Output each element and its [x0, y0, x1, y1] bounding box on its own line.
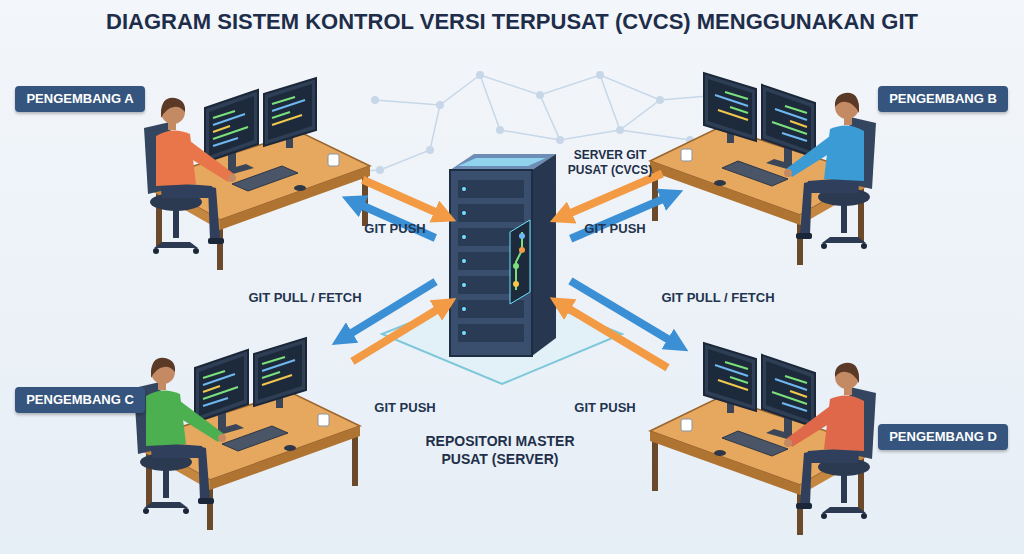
- server-rack: [450, 154, 556, 356]
- developer-desk: [650, 343, 876, 535]
- arrow-shaft: [566, 307, 667, 368]
- flow-arrow: [352, 308, 440, 361]
- flow-arrow: [570, 281, 671, 342]
- node-region: PENGEMBANG A: [160, 70, 350, 220]
- node-region: PENGEMBANG C: [150, 335, 340, 490]
- developer-label: PENGEMBANG B: [878, 86, 1008, 112]
- arrow-label: GIT PUSH: [374, 400, 435, 415]
- developer-desk: [134, 338, 360, 530]
- developer-desk: [144, 78, 370, 270]
- arrow-label: GIT PUSH: [574, 400, 635, 415]
- flow-arrow: [571, 198, 666, 239]
- arrow-shaft: [571, 198, 666, 239]
- arrow-label: GIT PUSH: [584, 221, 645, 236]
- developer-label: PENGEMBANG C: [15, 387, 145, 413]
- arrow-label: GIT PUSH: [364, 221, 425, 236]
- diagram-title: DIAGRAM SISTEM KONTROL VERSI TERPUSAT (C…: [0, 9, 1024, 35]
- node-region: PENGEMBANG D: [680, 340, 870, 495]
- node-region: PENGEMBANG B: [675, 65, 865, 215]
- developer-label: PENGEMBANG D: [878, 424, 1008, 450]
- developer-desk: [650, 73, 876, 265]
- server-label: SERVER GIT PUSAT (CVCS): [560, 148, 660, 178]
- arrow-shaft: [570, 281, 671, 342]
- arrow-label: GIT PULL / FETCH: [248, 290, 361, 305]
- flow-arrow: [359, 204, 435, 238]
- node-region: SERVER GIT PUSAT (CVCS): [448, 155, 558, 355]
- server-platform: [382, 286, 622, 384]
- flow-arrow: [566, 307, 667, 368]
- arrow-shaft: [359, 204, 435, 238]
- repository-label: REPOSITORI MASTER PUSAT (SERVER): [410, 432, 590, 468]
- developer-label: PENGEMBANG A: [15, 86, 145, 112]
- arrow-label: GIT PULL / FETCH: [661, 290, 774, 305]
- arrow-shaft: [352, 308, 440, 361]
